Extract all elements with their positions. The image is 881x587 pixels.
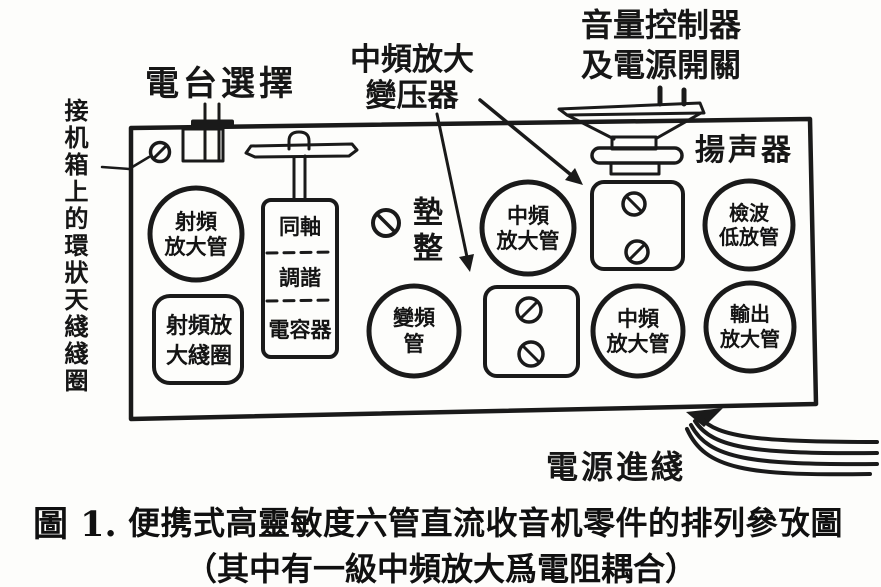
- if-amp-upper-line1: 中頻: [507, 203, 549, 228]
- coaxial-capacitor-box: [261, 198, 339, 359]
- figure-number: 圖 1.: [33, 504, 117, 545]
- arrow-to-lower-if-transformer: [435, 112, 469, 259]
- screw-slot: [625, 195, 643, 213]
- speaker-foot: [609, 161, 661, 176]
- output-tube-line2: 放大管: [720, 327, 780, 351]
- padder-screw-icon: [371, 208, 401, 238]
- detector-tube-line2: 低放管: [719, 225, 779, 249]
- if-amp-lower-line2: 放大管: [606, 331, 670, 356]
- figure-subtitle: （其中有一級中頻放大爲電阻耦合）: [185, 550, 698, 587]
- arrowhead-icon: [565, 168, 583, 185]
- if-transformer-label-line1: 中頻放大: [350, 42, 474, 78]
- padder-screw-slot: [375, 212, 397, 234]
- rf-amp-tube-line1: 射頻: [175, 209, 217, 234]
- if-amp-upper-line2: 放大管: [496, 228, 560, 253]
- figure-title: 便携式高靈敏度六管直流收音机零件的排列參攷圖: [128, 504, 844, 542]
- rf-amp-tube-line2: 放大管: [164, 234, 228, 259]
- if-amp-lower-line1: 中頻: [617, 306, 659, 331]
- volume-power-label: 音量控制器 及電源開關: [556, 5, 766, 85]
- power-wire: [693, 419, 879, 456]
- rf-amp-tube-circle: [147, 185, 245, 283]
- power-wire: [689, 423, 879, 467]
- rf-amp-tube-label: 射頻 放大管: [150, 206, 242, 262]
- padder-label: 墊整: [407, 196, 442, 268]
- power-input-label: 電源進綫: [546, 448, 687, 486]
- screw-slot: [519, 300, 539, 320]
- screw-icon: [517, 340, 545, 368]
- capacitor-divider: [265, 298, 335, 303]
- rf-amp-coil-line2: 大綫圈: [165, 343, 232, 369]
- loop-antenna-label: 接机箱上的環狀天綫綫圈: [60, 98, 89, 395]
- speaker-cone: [655, 111, 703, 140]
- wire-exit-grommet: [686, 408, 723, 427]
- tuner-shaft-mount: [191, 119, 234, 129]
- speaker-rim: [557, 101, 706, 117]
- dial-knob: [287, 130, 311, 151]
- speaker-label: 揚声器: [695, 133, 794, 168]
- coaxial-capacitor-line3: 電容器: [268, 317, 332, 342]
- capacitor-divider: [265, 250, 335, 255]
- converter-tube-circle: [366, 283, 462, 379]
- station-select-label: 電台選擇: [145, 64, 297, 104]
- antenna-pointer-line: [100, 155, 151, 171]
- converter-tube-line2: 管: [403, 331, 425, 356]
- dial-plate: [244, 142, 359, 159]
- if-amp-tube-upper-circle: [479, 179, 577, 277]
- detector-tube-label: 檢波 低放管: [703, 199, 795, 251]
- if-amp-tube-upper-label: 中頻 放大管: [482, 200, 574, 256]
- screw-icon: [621, 191, 647, 217]
- converter-tube-line1: 變頻: [393, 305, 435, 330]
- screw-icon: [624, 239, 650, 265]
- rf-amp-coil-line1: 射頻放: [165, 313, 232, 339]
- if-transformer-label-line2: 變压器: [365, 78, 459, 114]
- rf-amp-coil-label: 射頻放 大綫圈: [157, 310, 241, 372]
- screw-slot: [628, 243, 646, 261]
- coaxial-capacitor-line1: 同軸: [279, 214, 321, 239]
- tuner-bracket: [181, 127, 225, 163]
- detector-tube-line1: 檢波: [729, 201, 769, 225]
- if-amp-tube-lower-circle: [590, 283, 686, 379]
- screw-icon: [148, 140, 172, 164]
- arrowhead-icon: [459, 254, 474, 272]
- if-transformer-label: 中頻放大 變压器: [342, 42, 482, 114]
- rf-coil-box: [152, 294, 244, 385]
- screw-icon: [515, 296, 543, 324]
- if-transformer-lower-box: [483, 285, 580, 378]
- volume-power-label-line1: 音量控制器: [580, 6, 741, 44]
- power-wire: [685, 427, 872, 477]
- power-wire: [698, 415, 879, 444]
- if-amp-tube-lower-label: 中頻 放大管: [592, 303, 684, 359]
- coaxial-capacitor-line2: 調諧: [279, 265, 321, 290]
- arrow-to-upper-if-transformer: [478, 98, 572, 176]
- output-tube-line1: 輸出: [730, 302, 770, 326]
- converter-tube-label: 變頻 管: [368, 303, 460, 359]
- detector-tube-circle: [702, 178, 796, 272]
- output-tube-circle: [703, 280, 797, 374]
- output-tube-label: 輸出 放大管: [704, 300, 796, 354]
- screw-slot: [152, 144, 168, 160]
- speaker-cone: [565, 113, 616, 141]
- volume-power-label-line2: 及電源開關: [580, 46, 741, 84]
- if-transformer-upper-box: [590, 180, 685, 271]
- screw-slot: [521, 344, 541, 364]
